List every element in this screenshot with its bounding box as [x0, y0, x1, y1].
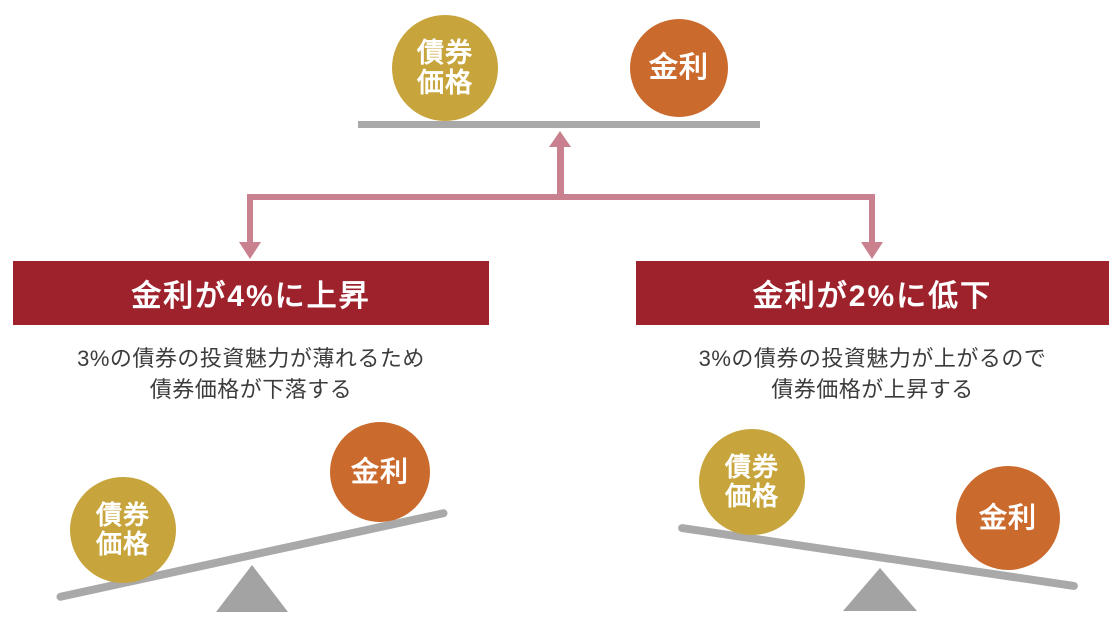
left-description-line2: 債券価格が下落する: [149, 377, 353, 402]
bond-price-label-line1: 債券: [724, 451, 779, 482]
right-description-line1: 3%の債券の投資魅力が上がるので: [698, 346, 1047, 371]
left-seesaw-fulcrum: [216, 565, 288, 612]
interest-rate-circle-top: 金利: [630, 19, 728, 117]
right-seesaw-fulcrum: [843, 568, 917, 611]
balance-beam: [358, 121, 760, 128]
up-arrow-stem: [557, 146, 564, 196]
bond-price-label-line2: 価格: [95, 529, 150, 559]
left-description: 3%の債券の投資魅力が薄れるため 債券価格が下落する: [13, 343, 489, 405]
bond-price-label-line1: 債券: [95, 499, 150, 530]
interest-rate-circle-left-seesaw: 金利: [330, 422, 430, 522]
left-branch-stem: [247, 194, 253, 242]
right-down-arrow-icon: [861, 242, 883, 259]
up-arrow-icon: [549, 131, 571, 147]
right-branch-stem: [869, 194, 875, 242]
left-down-arrow-icon: [239, 242, 261, 259]
bond-price-circle-right-seesaw: 債券 価格: [699, 429, 805, 535]
interest-rate-label: 金利: [648, 51, 709, 84]
right-description-line2: 債券価格が上昇する: [771, 377, 974, 402]
bond-price-label-line2: 価格: [417, 68, 473, 98]
bond-price-label-line2: 価格: [724, 481, 779, 511]
bond-price-label-line1: 債券: [417, 37, 473, 68]
interest-rate-label: 金利: [350, 456, 409, 488]
left-description-line1: 3%の債券の投資魅力が薄れるため: [77, 346, 425, 371]
branch-connector-line: [247, 194, 875, 200]
bond-price-circle-top: 債券 価格: [392, 15, 498, 121]
interest-rate-circle-right-seesaw: 金利: [956, 466, 1060, 570]
bond-price-circle-left-seesaw: 債券 価格: [70, 477, 176, 583]
right-banner-rate-falls: 金利が2%に低下: [636, 261, 1109, 325]
right-description: 3%の債券の投資魅力が上がるので 債券価格が上昇する: [636, 343, 1109, 405]
left-banner-rate-rises: 金利が4%に上昇: [13, 261, 489, 325]
interest-rate-label: 金利: [978, 502, 1037, 534]
